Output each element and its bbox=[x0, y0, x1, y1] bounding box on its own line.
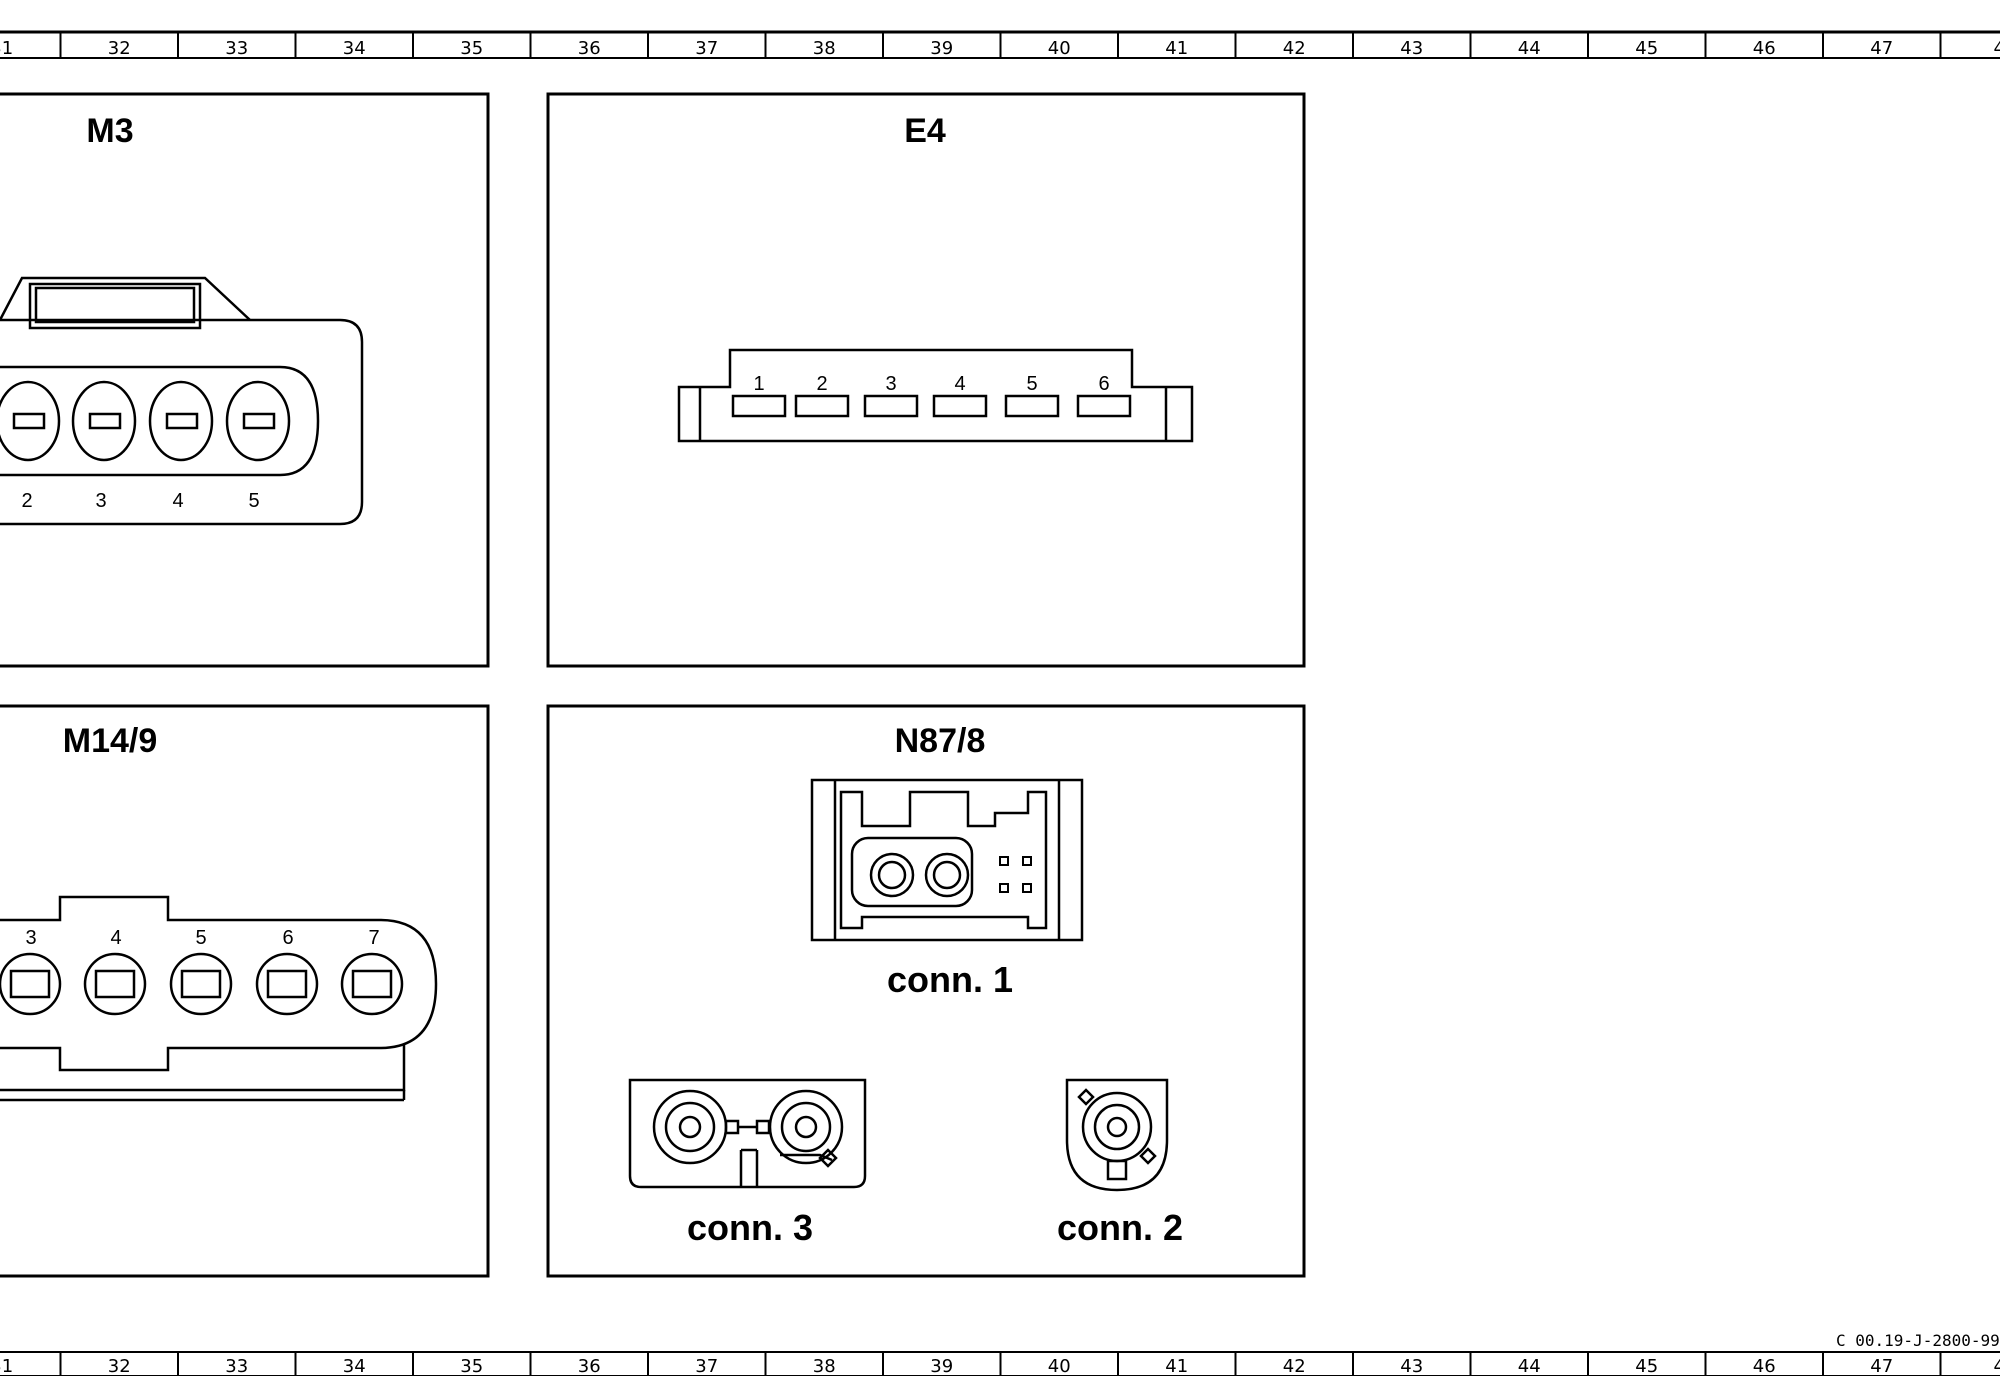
bottom-ruler-number: 41 bbox=[1165, 1356, 1188, 1376]
top-ruler-number: 37 bbox=[695, 38, 718, 59]
e4-pin-label: 2 bbox=[816, 373, 827, 395]
bottom-ruler-number: 47 bbox=[1870, 1356, 1893, 1376]
top-ruler-number: 33 bbox=[225, 38, 248, 59]
e4-pin-label: 5 bbox=[1026, 373, 1037, 395]
panel-e4-frame bbox=[546, 92, 1306, 668]
top-ruler-number: 31 bbox=[0, 38, 13, 59]
reference-code: C 00.19-J-2800-99 bbox=[1836, 1331, 2000, 1350]
top-ruler-number: 39 bbox=[930, 38, 953, 59]
bottom-ruler-number: 33 bbox=[225, 1356, 248, 1376]
top-ruler-number: 40 bbox=[1048, 38, 1071, 59]
panel-m3: M3 2 3 4 5 bbox=[0, 92, 490, 668]
top-ruler-number: 43 bbox=[1400, 38, 1423, 59]
bottom-ruler-number: 31 bbox=[0, 1356, 13, 1376]
conn2-label: conn. 2 bbox=[1057, 1207, 1183, 1248]
bottom-ruler-number: 45 bbox=[1635, 1356, 1658, 1376]
panel-n87-8-frame bbox=[546, 704, 1306, 1278]
connector-n87-8-conn2 bbox=[1065, 1078, 1169, 1192]
panel-m14-9-title: M14/9 bbox=[63, 722, 158, 760]
panel-n87-8: N87/8 conn. 1 bbox=[546, 704, 1306, 1278]
e4-pin-label: 4 bbox=[954, 373, 965, 395]
top-ruler-number: 36 bbox=[578, 38, 601, 59]
panel-m3-frame bbox=[0, 92, 490, 668]
connector-n87-8-conn1 bbox=[810, 778, 1084, 942]
top-ruler-number: 34 bbox=[343, 38, 366, 59]
top-ruler-number: 45 bbox=[1635, 38, 1658, 59]
panel-m3-title: M3 bbox=[86, 112, 133, 150]
m14-9-cavities bbox=[0, 952, 404, 1016]
bottom-ruler-number: 39 bbox=[930, 1356, 953, 1376]
bottom-ruler-number: 37 bbox=[695, 1356, 718, 1376]
top-ruler-number: 35 bbox=[460, 38, 483, 59]
panel-n87-8-title: N87/8 bbox=[895, 722, 986, 760]
top-ruler-number: 42 bbox=[1283, 38, 1306, 59]
top-ruler-number: 38 bbox=[813, 38, 836, 59]
e4-cavities bbox=[731, 394, 1132, 418]
e4-pin-label: 3 bbox=[885, 373, 896, 395]
e4-pin-label: 1 bbox=[753, 373, 764, 395]
panel-m14-9: M14/9 3 4 5 6 7 bbox=[0, 704, 490, 1278]
conn3-label: conn. 3 bbox=[687, 1207, 813, 1248]
bottom-ruler-number: 46 bbox=[1753, 1356, 1776, 1376]
m14-9-pin-label: 6 bbox=[282, 927, 293, 949]
conn1-label: conn. 1 bbox=[887, 959, 1013, 1000]
top-ruler: 31 32 33 34 35 36 37 38 39 40 41 42 43 44 45 46 47 4 bbox=[0, 30, 2000, 59]
bottom-ruler-number: 40 bbox=[1048, 1356, 1071, 1376]
connector-m14-9 bbox=[0, 895, 438, 1102]
panel-m14-9-frame bbox=[0, 704, 490, 1278]
panel-e4: E4 1 2 3 4 5 6 bbox=[546, 92, 1306, 668]
m3-cavities bbox=[0, 380, 291, 462]
top-ruler-number: 32 bbox=[108, 38, 131, 59]
bottom-ruler-number: 38 bbox=[813, 1356, 836, 1376]
m14-9-pin-label: 7 bbox=[368, 927, 379, 949]
top-ruler-number: 44 bbox=[1518, 38, 1541, 59]
m3-pin-label: 5 bbox=[248, 490, 259, 512]
top-ruler-number: 46 bbox=[1753, 38, 1776, 59]
connector-n87-8-conn3 bbox=[628, 1078, 867, 1189]
bottom-ruler-number: 44 bbox=[1518, 1356, 1541, 1376]
bottom-ruler-number: 4 bbox=[1994, 1356, 2000, 1376]
m3-pin-label: 3 bbox=[95, 490, 106, 512]
bottom-ruler-number: 32 bbox=[108, 1356, 131, 1376]
bottom-ruler-number: 42 bbox=[1283, 1356, 1306, 1376]
bottom-ruler-number: 36 bbox=[578, 1356, 601, 1376]
bottom-ruler-number: 34 bbox=[343, 1356, 366, 1376]
connector-m3 bbox=[0, 276, 364, 526]
m14-9-pin-label: 3 bbox=[25, 927, 36, 949]
m3-pin-label: 4 bbox=[172, 490, 183, 512]
bottom-ruler: 31 32 33 34 35 36 37 38 39 40 41 42 43 44 45 46 47 4 bbox=[0, 1351, 2000, 1376]
connector-e4 bbox=[677, 348, 1194, 443]
m14-9-pin-label: 4 bbox=[110, 927, 121, 949]
e4-pin-label: 6 bbox=[1098, 373, 1109, 395]
top-ruler-number: 41 bbox=[1165, 38, 1188, 59]
bottom-ruler-number: 35 bbox=[460, 1356, 483, 1376]
m3-pin-label: 2 bbox=[21, 490, 32, 512]
top-ruler-number: 47 bbox=[1870, 38, 1893, 59]
m14-9-pin-label: 5 bbox=[195, 927, 206, 949]
top-ruler-number: 4 bbox=[1994, 38, 2000, 59]
bottom-ruler-number: 43 bbox=[1400, 1356, 1423, 1376]
panel-e4-title: E4 bbox=[904, 112, 946, 150]
